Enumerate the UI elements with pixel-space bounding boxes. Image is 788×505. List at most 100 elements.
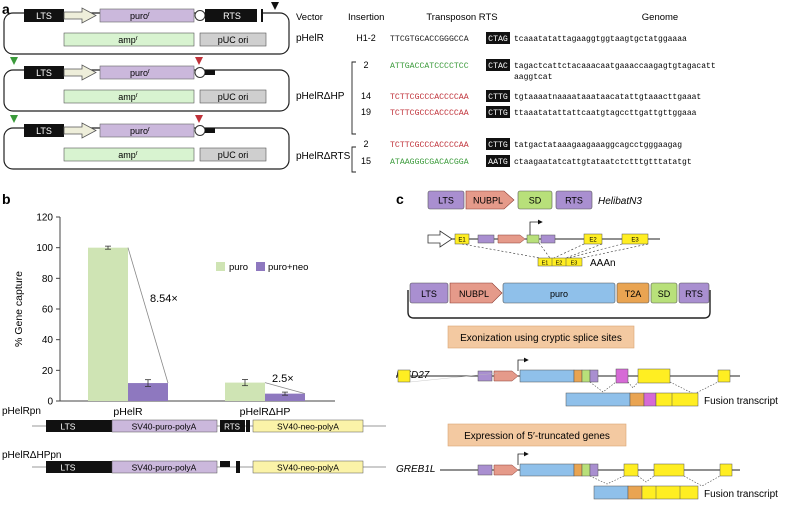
callout-exonization-text: Exonization using cryptic splice sites [460, 333, 622, 344]
panel-b-letter: b [2, 191, 11, 207]
y-tick-label: 40 [42, 335, 54, 346]
junction-box [486, 90, 510, 102]
polya-tail: AAAn [590, 258, 616, 269]
insertion-marker-green [10, 57, 18, 65]
greb1l-locus [440, 451, 740, 487]
helibat-element: LTS NUBPL SD RTS HelibatN3 [427, 190, 642, 210]
panel-a-letter: a [2, 1, 10, 17]
junction-box [486, 32, 510, 44]
y-tick-label: 80 [42, 274, 54, 285]
junction-box [486, 155, 510, 167]
helibat-name: HelibatN3 [598, 196, 642, 207]
junction-seq: CTTG [488, 93, 508, 102]
junction-seq: AATG [488, 158, 508, 167]
callout-truncated-text: Expression of 5′-truncated genes [464, 431, 610, 442]
transposon-rts-seq: ATAAGGGCGACACGGA [390, 158, 469, 167]
lts-box [24, 9, 64, 22]
svg-text:RTS: RTS [685, 289, 703, 299]
svg-text:E2: E2 [556, 261, 563, 267]
svg-text:SD: SD [658, 289, 671, 299]
svg-text:E3: E3 [571, 261, 578, 267]
vector-phelr-drts: pHelRΔRTS [296, 151, 351, 162]
vector-phelr-dhp: pHelRΔHP [296, 91, 345, 102]
puro-box [99, 8, 195, 23]
legend-swatch-puro [216, 262, 225, 271]
fold-connector [127, 247, 169, 384]
svg-text:ampr: ampr [118, 92, 138, 102]
legend-label-neo: puro+neo [268, 262, 308, 273]
lts-label: LTS [36, 11, 52, 21]
transposon-rts-seq: TTCGTGCACCGGGCCA [390, 35, 469, 44]
svg-text:E3: E3 [631, 238, 639, 244]
panel-c-letter: c [396, 191, 404, 207]
bracket-dhp [351, 61, 356, 135]
amp-box [63, 32, 195, 47]
genome-seq: tcaaatatattagaaggtggtaagtgctatggaaaa [514, 35, 687, 44]
junction-box [486, 138, 510, 150]
plasmid-phelr: LTS puror RTS ampr pUC ori [3, 2, 290, 55]
header-rts: Transposon RTS [426, 12, 497, 23]
svg-text:LTS: LTS [61, 463, 76, 473]
genome-seq: tatgactataaagaagaaaggcagcctgggaagag [514, 141, 682, 150]
polya-circle [194, 10, 206, 21]
junction-seq: CTAG [488, 35, 508, 44]
svg-text:RTS: RTS [565, 196, 583, 206]
svg-text:NUBPL: NUBPL [473, 196, 503, 206]
gene-trap-construct: LTS NUBPL puro T2A SD RTS [407, 282, 711, 319]
header-insertion: Insertion [348, 12, 384, 23]
y-tick-label: 0 [47, 397, 53, 408]
insertion-id: 2 [363, 60, 368, 70]
svg-text:SV40-puro-polyA: SV40-puro-polyA [132, 422, 197, 432]
bar-puro-0 [88, 247, 128, 401]
svg-text:ampr: ampr [118, 35, 138, 45]
svg-text:LTS: LTS [36, 126, 52, 136]
junction-seq: CTTG [488, 109, 508, 118]
y-tick-label: 120 [36, 213, 53, 224]
bar-puro-neo-0 [128, 383, 168, 401]
insertion-marker-black [271, 2, 279, 10]
transposon-rts-seq: TCTTCGCCCACCCCAA [390, 109, 469, 118]
puc-label: pUC ori [218, 35, 249, 45]
svg-text:puror: puror [130, 68, 150, 78]
transposon-rts-seq: TCTTCGCCCACCCCAA [390, 93, 469, 102]
insertion-id: 14 [361, 91, 371, 101]
y-tick-label: 20 [42, 366, 54, 377]
transposon-rts-seq: TCTTCGCCCACCCCAA [390, 141, 469, 150]
fold-annotation-1: 8.54× [150, 293, 178, 305]
puro-label: puro [130, 11, 148, 21]
svg-text:E1: E1 [458, 238, 466, 244]
plasmid-phelr-drts: LTS puror ampr pUC ori [3, 115, 290, 170]
fusion-transcript-med27: Fusion transcript [565, 392, 778, 407]
svg-text:Fusion transcript: Fusion transcript [704, 396, 778, 407]
vector-phelr: pHelR [296, 33, 324, 44]
construct-phelrdhppn: LTS SV40-puro-polyA SV40-neo-polyA [32, 460, 386, 474]
genome-seq: tagactcattctacaaacaatgaaaccaagagtgtagaca… [514, 62, 716, 71]
svg-text:ampr: ampr [118, 150, 138, 160]
svg-text:LTS: LTS [61, 422, 76, 432]
construct-phelrpn: LTS SV40-puro-polyA RTS SV40-neo-polyA [32, 419, 386, 433]
x-tick-label: pHelR [113, 406, 143, 418]
genome-seq: ctaagaatatcattgtataatctctttgtttatatgt [514, 158, 692, 167]
svg-text:LTS: LTS [36, 68, 52, 78]
svg-text:SV40-neo-polyA: SV40-neo-polyA [277, 422, 339, 432]
plasmid-phelr-dhp: LTS puror ampr pUC ori [3, 57, 290, 112]
callout-exonization [447, 325, 635, 349]
transposon-rts-seq: ATTGACCATCCCCTCC [390, 62, 469, 71]
junction-box [486, 106, 510, 118]
y-tick-label: 60 [42, 305, 54, 316]
med27-locus [396, 357, 740, 395]
legend-label-puro: puro [229, 262, 248, 273]
legend-swatch-neo [256, 262, 265, 271]
svg-text:T2A: T2A [625, 289, 642, 299]
svg-text:NUBPL: NUBPL [459, 289, 489, 299]
gene-greb1l-label: GREB1L [396, 464, 435, 475]
junction-seq: CTTG [488, 141, 508, 150]
svg-text:E1: E1 [542, 261, 549, 267]
header-genome: Genome [642, 12, 678, 23]
genome-seq: tgtaaaatnaaaataaataacatattgtaaacttgaaat [514, 93, 701, 102]
rts-box [205, 9, 263, 22]
insertion-id: 15 [361, 156, 371, 166]
junction-seq: CTAC [488, 62, 508, 71]
